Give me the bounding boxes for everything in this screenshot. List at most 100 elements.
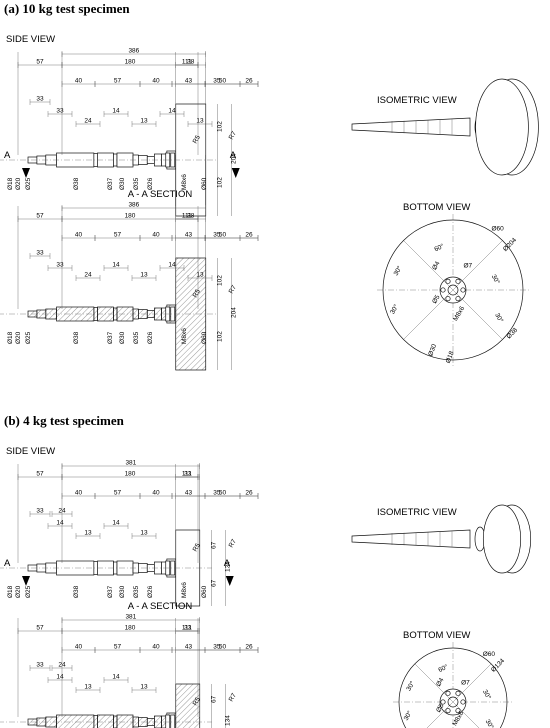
diameter-label: Ø60 <box>201 331 208 344</box>
iso-shaft <box>351 529 471 549</box>
dim-row2: 26 <box>245 490 253 497</box>
diameter-label: Ø30 <box>119 331 126 344</box>
bottom-dim-label: Ø60 <box>492 226 505 233</box>
radius-label-r7: R7 <box>228 538 238 549</box>
dim-row2: 43 <box>185 644 193 651</box>
height-dim-upper: 67 <box>211 695 218 703</box>
dim-row3: 33 <box>36 96 44 103</box>
bottom-dim-label: Ø4 <box>435 677 446 688</box>
bolt-head <box>170 714 176 728</box>
diameter-label: Ø35 <box>133 177 140 190</box>
dim-row2: 57 <box>114 490 122 497</box>
bottom-dim-label: Ø18 <box>445 350 456 364</box>
iso-disk-face <box>482 504 522 574</box>
dim-180: 180 <box>125 625 136 632</box>
dim-row4: 14 <box>112 520 120 527</box>
side-view-title: SIDE VIEW <box>6 34 55 45</box>
dim-row3: 33 <box>36 508 44 515</box>
bottom-dim-label: Ø4 <box>431 260 442 271</box>
bottom-dim-label: Ø134 <box>490 657 506 673</box>
dim-57: 57 <box>36 471 44 478</box>
height-dim-total: 204 <box>231 307 238 318</box>
diameter-label: Ø37 <box>107 331 114 344</box>
iso-shaft <box>351 117 471 137</box>
diameter-label: Ø18 <box>7 585 14 598</box>
diameter-label: M8x6 <box>181 582 188 598</box>
diameter-label: Ø30 <box>119 177 126 190</box>
isometric-view-title: ISOMETRIC VIEW <box>377 507 457 518</box>
dim-row2: 57 <box>114 232 122 239</box>
total-length-dim: 381 <box>125 460 136 467</box>
dim-row4: 14 <box>168 108 176 115</box>
radius-label-r5: R5 <box>192 288 202 299</box>
radius-label-r5: R5 <box>192 542 202 553</box>
dim-111: 111 <box>182 59 192 66</box>
dim-row3: 24 <box>58 508 66 515</box>
diameter-label: Ø26 <box>147 177 154 190</box>
bottom-view: BOTTOM VIEWØ60Ø20460°Ø7Ø430°30°30°30°Ø5M… <box>377 202 529 366</box>
dim-row2: 26 <box>245 232 253 239</box>
total-length-dim: 386 <box>128 202 139 209</box>
section-arrow-right <box>231 168 240 178</box>
diameter-label: Ø35 <box>133 331 140 344</box>
bolt-hole <box>445 690 451 696</box>
dim-row4: 13 <box>140 684 148 691</box>
section-marker-left: A <box>4 558 11 569</box>
bolt-hole <box>440 699 446 705</box>
diameter-label: Ø26 <box>147 585 154 598</box>
bottom-dim-label: Ø7 <box>464 263 473 270</box>
bolt-hole <box>440 287 446 293</box>
height-dim-total: 134 <box>225 561 232 572</box>
bottom-dim-label: Ø5 <box>431 294 442 305</box>
dim-row3: 24 <box>58 662 66 669</box>
diameter-label: Ø37 <box>107 585 114 598</box>
dim-row4: 24 <box>84 272 92 279</box>
bolt-hole <box>460 287 466 293</box>
dim-111: 111 <box>182 625 192 632</box>
dim-row2: 50 <box>219 644 227 651</box>
bolt-hole <box>455 278 461 284</box>
bottom-dim-label: Ø60 <box>483 651 496 658</box>
diameter-label: Ø30 <box>119 585 126 598</box>
dim-180: 180 <box>125 213 136 220</box>
bottom-view: BOTTOM VIEWØ60Ø13460°Ø7Ø430°30°30°30°Ø5M… <box>393 630 513 728</box>
height-dim-total: 204 <box>231 153 238 164</box>
diameter-label: Ø26 <box>147 331 154 344</box>
bolt-hole <box>445 708 451 714</box>
section-marker-left: A <box>4 150 11 161</box>
diameter-label: Ø18 <box>7 331 14 344</box>
section-view-title: A - A SECTION <box>128 189 193 200</box>
dim-row4: 14 <box>112 674 120 681</box>
dim-row4: 14 <box>112 262 120 269</box>
bottom-dim-label: 60° <box>437 663 450 675</box>
dim-row2: 40 <box>152 78 160 85</box>
bolt-hole <box>455 708 461 714</box>
dim-row2: 35 <box>213 78 221 85</box>
dim-row2: 35 <box>213 490 221 497</box>
dim-111: 111 <box>182 213 192 220</box>
bottom-dim-label: Ø7 <box>461 680 470 687</box>
bolt-hole <box>455 296 461 302</box>
radius-label-r7: R7 <box>228 284 238 295</box>
dim-111: 111 <box>182 471 192 478</box>
dim-end: 33 <box>184 471 192 478</box>
dim-row4: 13 <box>140 272 148 279</box>
flange-disk <box>175 683 201 728</box>
diameter-label: Ø18 <box>7 177 14 190</box>
height-dim-lower: 102 <box>217 331 224 342</box>
diameter-label: M8x6 <box>181 328 188 344</box>
dim-row4: 33 <box>56 262 64 269</box>
section-arrow-left <box>22 576 30 586</box>
dim-row2: 40 <box>75 78 83 85</box>
section-marker-right: A <box>230 150 237 161</box>
dim-row4: 13 <box>196 118 204 125</box>
dim-row2: 40 <box>75 490 83 497</box>
radius-label-r5: R5 <box>192 696 202 707</box>
shaft-segment <box>93 715 98 728</box>
dim-57: 57 <box>36 625 44 632</box>
dim-row4: 24 <box>84 118 92 125</box>
isometric-view: ISOMETRIC VIEW <box>351 504 532 574</box>
